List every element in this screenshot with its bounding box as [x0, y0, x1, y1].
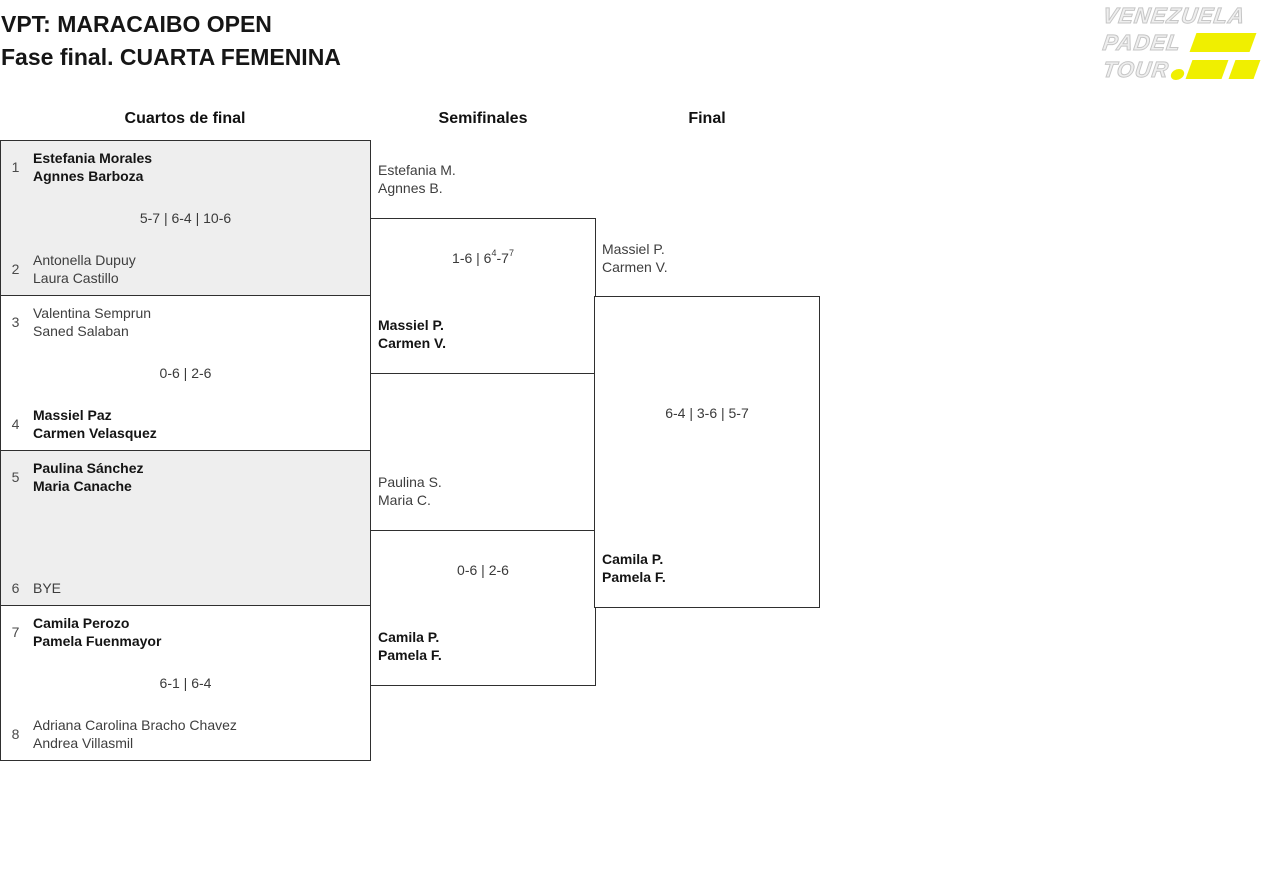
team-row-seed-2: 2 Antonella Dupuy Laura Castillo: [1, 251, 370, 287]
seed-number: 7: [11, 624, 20, 640]
match-quarterfinal-1[interactable]: 1 Estefania Morales Agnnes Barboza 5-7 |…: [0, 140, 371, 296]
team-names: Antonella Dupuy Laura Castillo: [33, 251, 136, 287]
seed-number: 5: [11, 469, 20, 485]
player-name: Agnnes B.: [378, 180, 443, 196]
logo-padel-text: PADEL: [1101, 29, 1183, 55]
team-names: BYE: [33, 579, 61, 597]
semifinal-2-top-team: Paulina S. Maria C.: [378, 473, 442, 509]
match-semifinal-1[interactable]: 1-6 | 64-77 Massiel P. Carmen V.: [370, 218, 596, 374]
player-name: Camila P.: [378, 629, 440, 645]
team-row-seed-7: 7 Camila Perozo Pamela Fuenmayor: [1, 614, 370, 650]
player-name: Massiel Paz: [33, 407, 112, 423]
player-name: Maria C.: [378, 492, 431, 508]
seed-number: 2: [11, 261, 20, 277]
tiebreak-score: 7: [508, 248, 514, 259]
seed-number: 1: [11, 159, 20, 175]
team-row-seed-5: 5 Paulina Sánchez Maria Canache: [1, 459, 370, 495]
logo-yellow-bar-icon: [1228, 60, 1261, 79]
logo-row-padel: PADEL: [1101, 29, 1273, 56]
team-names: Valentina Semprun Saned Salaban: [33, 304, 151, 340]
semifinal-1-top-team: Estefania M. Agnnes B.: [378, 161, 456, 197]
logo-venezuela-text: VENEZUELA: [1101, 2, 1248, 28]
team-row-seed-1: 1 Estefania Morales Agnnes Barboza: [1, 149, 370, 185]
seed-number: 6: [11, 580, 20, 596]
player-name: Pamela F.: [602, 569, 666, 585]
player-name: Camila P.: [602, 551, 664, 567]
player-name: Massiel P.: [378, 317, 444, 333]
match-score: 5-7 | 6-4 | 10-6: [139, 210, 232, 226]
match-score: 1-6 | 64-77: [452, 248, 514, 266]
team-names: Paulina Sánchez Maria Canache: [33, 459, 143, 495]
team-row-seed-8: 8 Adriana Carolina Bracho Chavez Andrea …: [1, 716, 370, 752]
match-quarterfinal-3[interactable]: 5 Paulina Sánchez Maria Canache 6 BYE: [0, 450, 371, 606]
team-names: Camila Perozo Pamela Fuenmayor: [33, 614, 161, 650]
player-name: Estefania Morales: [33, 150, 153, 166]
logo-tour-text: TOUR: [1101, 56, 1171, 82]
player-name: Andrea Villasmil: [33, 735, 134, 751]
team-names: Massiel Paz Carmen Velasquez: [33, 406, 157, 442]
final-top-team: Massiel P. Carmen V.: [602, 240, 668, 276]
logo-yellow-bar-icon: [1185, 60, 1229, 79]
player-name: Carmen V.: [602, 259, 668, 275]
seed-number: 8: [11, 726, 20, 742]
player-name: Agnnes Barboza: [33, 168, 144, 184]
semifinal-2-winner: Camila P. Pamela F.: [378, 628, 442, 664]
semifinal-1-winner: Massiel P. Carmen V.: [378, 316, 446, 352]
player-name: Pamela F.: [378, 647, 442, 663]
player-name: Carmen Velasquez: [33, 425, 157, 441]
logo-row-tour: TOUR: [1101, 56, 1273, 83]
player-name: Paulina S.: [378, 474, 442, 490]
round-header-quarterfinals: Cuartos de final: [124, 110, 246, 127]
player-name: Carmen V.: [378, 335, 446, 351]
logo-yellow-bar-icon: [1189, 33, 1257, 52]
tiebreak-score: 4: [491, 248, 497, 259]
final-winner: Camila P. Pamela F.: [602, 550, 666, 586]
player-name: BYE: [33, 580, 62, 596]
seed-number: 4: [11, 416, 20, 432]
match-score: 6-4 | 3-6 | 5-7: [665, 405, 749, 421]
round-header-semifinals: Semifinales: [438, 110, 528, 127]
logo-row-venezuela: VENEZUELA: [1101, 2, 1273, 29]
match-score: 0-6 | 2-6: [159, 365, 212, 381]
player-name: Massiel P.: [602, 241, 665, 257]
player-name: Paulina Sánchez: [33, 460, 144, 476]
vpt-logo: VENEZUELA PADEL TOUR: [1101, 2, 1273, 83]
player-name: Estefania M.: [378, 162, 456, 178]
team-row-seed-6: 6 BYE: [1, 579, 370, 597]
player-name: Adriana Carolina Bracho Chavez: [33, 717, 237, 733]
match-quarterfinal-4[interactable]: 7 Camila Perozo Pamela Fuenmayor 6-1 | 6…: [0, 605, 371, 761]
team-names: Adriana Carolina Bracho Chavez Andrea Vi…: [33, 716, 237, 752]
round-header-final: Final: [688, 110, 726, 127]
player-name: Maria Canache: [33, 478, 132, 494]
tournament-name: VPT: MARACAIBO OPEN: [1, 11, 272, 37]
logo-yellow-dot-icon: [1169, 68, 1186, 80]
player-name: Camila Perozo: [33, 615, 130, 631]
team-names: Estefania Morales Agnnes Barboza: [33, 149, 152, 185]
player-name: Saned Salaban: [33, 323, 129, 339]
player-name: Laura Castillo: [33, 270, 119, 286]
team-row-seed-3: 3 Valentina Semprun Saned Salaban: [1, 304, 370, 340]
player-name: Pamela Fuenmayor: [33, 633, 162, 649]
player-name: Valentina Semprun: [33, 305, 152, 321]
team-row-seed-4: 4 Massiel Paz Carmen Velasquez: [1, 406, 370, 442]
seed-number: 3: [11, 314, 20, 330]
player-name: Antonella Dupuy: [33, 252, 136, 268]
match-score: 0-6 | 2-6: [457, 562, 509, 578]
match-score: 6-1 | 6-4: [159, 675, 212, 691]
match-quarterfinal-2[interactable]: 3 Valentina Semprun Saned Salaban 0-6 | …: [0, 295, 371, 451]
phase-name: Fase final. CUARTA FEMENINA: [1, 44, 341, 70]
match-semifinal-2[interactable]: 0-6 | 2-6 Camila P. Pamela F.: [370, 530, 596, 686]
page-title: VPT: MARACAIBO OPEN Fase final. CUARTA F…: [1, 8, 341, 74]
match-final[interactable]: 6-4 | 3-6 | 5-7 Camila P. Pamela F.: [594, 296, 820, 608]
